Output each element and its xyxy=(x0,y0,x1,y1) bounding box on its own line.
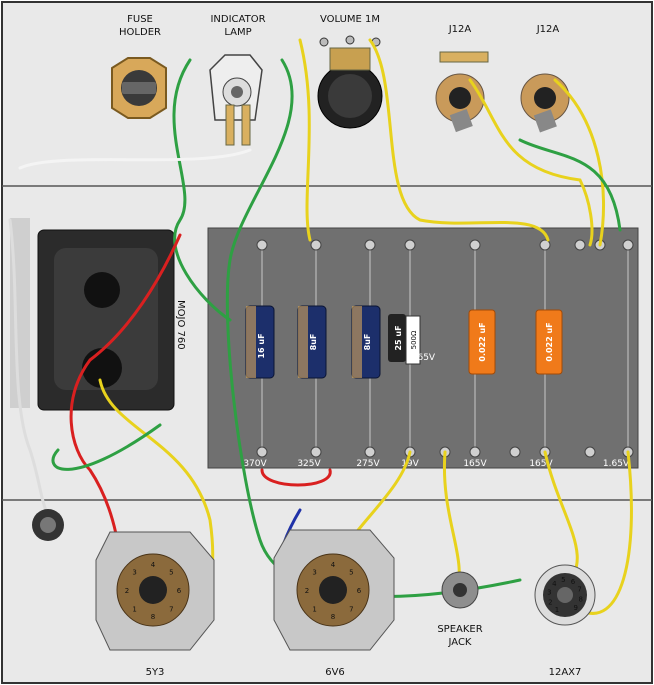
jack-left-label: J12A xyxy=(448,24,472,35)
voltage-370: 370V xyxy=(243,459,267,469)
volume-pot xyxy=(317,35,383,129)
cap-0022-a: 0.022 uF xyxy=(468,309,496,375)
pins-rect-num-5: 5 xyxy=(169,569,173,577)
tube-5y3-label: 5Y3 xyxy=(146,667,165,678)
speaker-jack xyxy=(441,571,479,609)
resistor-500-label: 500Ω xyxy=(410,330,418,349)
tube-12ax7-label: 12AX7 xyxy=(549,667,582,678)
cap-0022-a-label: 0.022 uF xyxy=(478,322,487,361)
voltage-325: 325V xyxy=(297,459,321,469)
cap-0022-b: 0.022 uF xyxy=(535,309,563,375)
pins-rect-num-7: 7 xyxy=(169,605,173,613)
pins-power-num-4: 4 xyxy=(331,561,336,569)
pins-power-num-6: 6 xyxy=(357,587,362,595)
speaker-label-1: SPEAKER xyxy=(437,624,482,635)
input-jack-2 xyxy=(520,73,570,133)
volume-label: VOLUME 1M xyxy=(320,14,380,25)
resistor-500: 500Ω xyxy=(405,315,421,365)
tube-6v6-label: 6V6 xyxy=(325,667,345,678)
cap-0022-b-label: 0.022 uF xyxy=(545,322,554,361)
pins-rect-num-8: 8 xyxy=(151,613,155,621)
voltage-165b: 165V xyxy=(529,459,553,469)
pins-pre-num-2: 2 xyxy=(548,599,552,607)
pins-pre-num-5: 5 xyxy=(561,576,565,584)
cap-8uf-a: 8uF xyxy=(297,305,327,379)
pins-rect-num-4: 4 xyxy=(151,561,156,569)
jack-right-label: J12A xyxy=(536,24,560,35)
voltage-19: 19V xyxy=(401,459,419,469)
pins-rect-num-2: 2 xyxy=(125,587,129,595)
pins-pre-num-6: 6 xyxy=(571,578,576,586)
pins-power-num-3: 3 xyxy=(312,569,316,577)
pins-rect-num-1: 1 xyxy=(132,605,136,613)
pins-pre-num-8: 8 xyxy=(578,595,582,603)
socket-12ax7 xyxy=(534,564,596,626)
pins-rect-num-3: 3 xyxy=(132,569,136,577)
fuse-label-2: HOLDER xyxy=(119,27,161,38)
pins-6v6: 1 2 3 4 5 6 7 8 xyxy=(305,561,362,621)
pins-pre-num-4: 4 xyxy=(552,580,557,588)
indicator-lamp xyxy=(209,54,263,146)
cap-16uf-label: 16 uF xyxy=(257,333,266,358)
cap-8uf-a-label: 8uF xyxy=(309,334,318,351)
pins-5y3: 1 2 3 4 5 6 7 8 xyxy=(125,561,182,621)
socket-6v6 xyxy=(273,529,395,651)
turret-board xyxy=(207,227,639,469)
indicator-label-2: LAMP xyxy=(224,27,251,38)
voltage-165c: 1.65V xyxy=(409,353,436,363)
voltage-165a: 165V xyxy=(463,459,487,469)
fuse-label-1: FUSE xyxy=(127,14,153,25)
pins-power-num-2: 2 xyxy=(305,587,309,595)
voltage-275: 275V xyxy=(356,459,380,469)
pins-pre-num-9: 9 xyxy=(573,604,577,612)
speaker-label-2: JACK xyxy=(448,637,472,648)
cap-8uf-b-label: 8uF xyxy=(363,334,372,351)
input-jack-1 xyxy=(435,51,489,133)
pins-power-num-1: 1 xyxy=(312,605,316,613)
pins-pre-num-3: 3 xyxy=(547,589,551,597)
fuse-holder xyxy=(111,57,167,119)
pins-power-num-8: 8 xyxy=(331,613,335,621)
power-transformer xyxy=(10,218,175,411)
pins-rect-num-6: 6 xyxy=(177,587,182,595)
pins-power-num-7: 7 xyxy=(349,605,353,613)
socket-5y3 xyxy=(95,531,215,651)
pins-pre-num-7: 7 xyxy=(577,586,581,594)
indicator-label-1: INDICATOR xyxy=(210,14,265,25)
voltage-165d: 1.65V xyxy=(603,459,630,469)
transformer-label: MOJO 760 xyxy=(175,300,186,350)
cap-25uf: 25 uF xyxy=(388,314,406,362)
pins-power-num-5: 5 xyxy=(349,569,353,577)
cap-25uf-label: 25 uF xyxy=(394,325,403,350)
pins-pre-num-1: 1 xyxy=(555,606,559,614)
cap-16uf: 16 uF xyxy=(245,305,275,379)
cap-8uf-b: 8uF xyxy=(351,305,381,379)
